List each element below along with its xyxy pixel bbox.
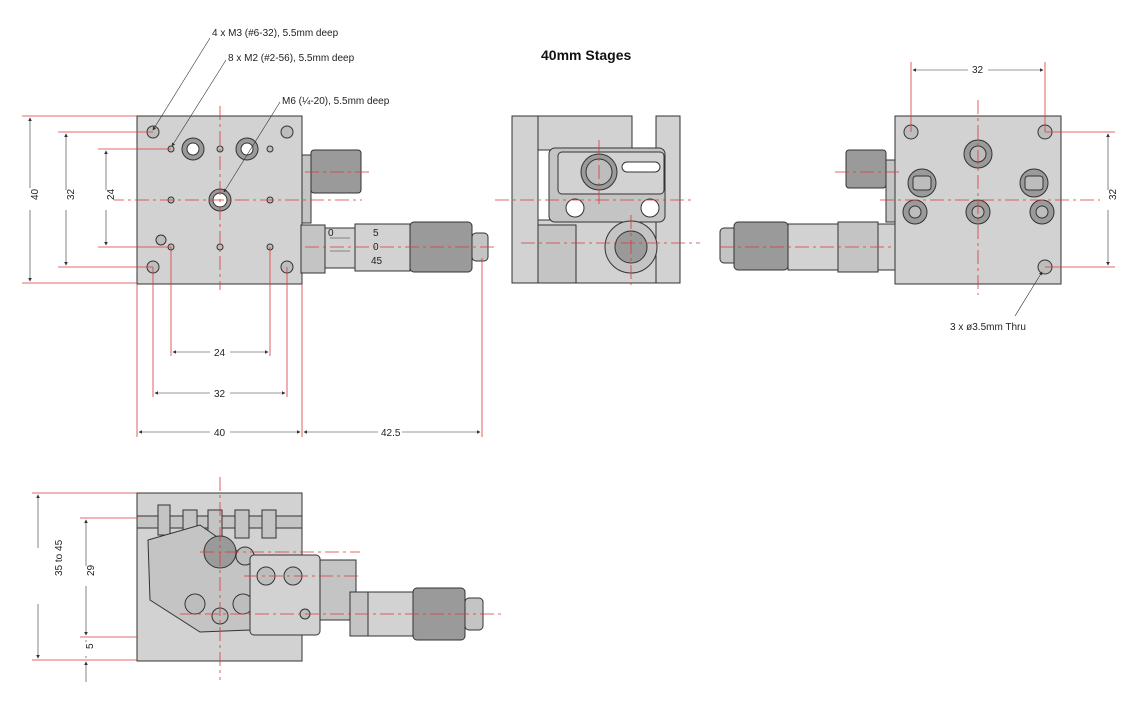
dim-width-24: 24 [214, 348, 226, 359]
dim-height-24: 24 [106, 188, 117, 200]
page-title: 40mm Stages [541, 47, 631, 63]
side-view [495, 115, 700, 285]
dim-micrometer-42-5: 42.5 [381, 428, 401, 439]
note-thru-holes: 3 x ø3.5mm Thru [950, 322, 1026, 333]
note-m6-hole: M6 (¼-20), 5.5mm deep [282, 95, 390, 107]
front-view: 35 to 45 29 5 [30, 477, 505, 682]
dim-right-32: 32 [1108, 188, 1119, 200]
dim-29: 29 [86, 564, 97, 576]
dim-5: 5 [85, 643, 96, 649]
dim-width-32: 32 [214, 389, 226, 400]
m3-hole [155, 234, 167, 246]
m3-hole [280, 125, 294, 139]
bottom-knob [845, 149, 887, 189]
m2-hole [266, 145, 274, 153]
note-m3-holes: 4 x M3 (#6-32), 5.5mm deep [212, 28, 339, 39]
side-rail-left [511, 115, 539, 284]
dim-height-40: 40 [30, 188, 41, 200]
scale-label-5: 5 [373, 228, 379, 239]
micrometer-top [300, 221, 489, 274]
scale-label-0: 0 [328, 228, 334, 239]
scale-label-45: 45 [371, 256, 383, 267]
scale-label-0b: 0 [373, 242, 379, 253]
note-m2-holes: 8 x M2 (#2-56), 5.5mm deep [228, 53, 355, 64]
top-view: 0 5 0 45 [22, 28, 495, 439]
carriage-front [249, 554, 321, 636]
dim-top-32: 32 [972, 65, 984, 76]
dim-width-40: 40 [214, 428, 226, 439]
bottom-view: 32 32 3 x ø3.5mm Thru [719, 62, 1119, 333]
dim-height-35-to-45: 35 to 45 [54, 539, 65, 576]
dim-height-32: 32 [66, 188, 77, 200]
adjuster-knob [310, 149, 362, 194]
